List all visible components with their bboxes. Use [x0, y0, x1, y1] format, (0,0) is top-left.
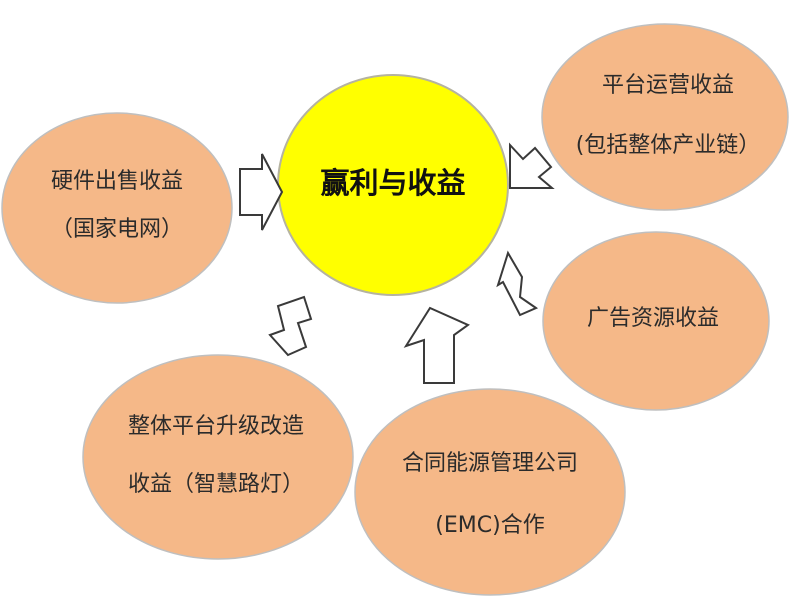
- node-ads-label: 广告资源收益: [568, 303, 738, 335]
- arrow-emc-icon: [403, 306, 471, 384]
- node-upgrade-ellipse: [82, 354, 354, 560]
- node-platform-ellipse: [541, 23, 789, 211]
- node-platform-line1: 平台运营收益: [601, 73, 734, 98]
- arrow-upgrade-icon: [268, 295, 313, 357]
- node-emc-ellipse: [354, 388, 626, 596]
- node-hardware-line2: （国家电网）: [50, 217, 183, 242]
- center-label: 赢利与收益: [320, 166, 466, 200]
- arrow-ads-icon: [496, 250, 539, 317]
- arrow-hardware-icon: [239, 153, 284, 231]
- node-emc-line2: (EMC)合作: [435, 513, 545, 538]
- arrow-platform-icon: [509, 142, 555, 189]
- node-hardware-line1: 硬件出售收益: [50, 169, 183, 194]
- node-upgrade-line2: 收益（智慧路灯）: [127, 472, 304, 497]
- node-hardware-label: 硬件出售收益 （国家电网）: [27, 158, 207, 254]
- node-ads-ellipse: [542, 231, 770, 411]
- node-emc-line1: 合同能源管理公司: [401, 451, 578, 476]
- node-upgrade-label: 整体平台升级改造 收益（智慧路灯）: [108, 398, 324, 514]
- node-platform-line2: (包括整体产业链）: [575, 133, 761, 158]
- node-hardware-ellipse: [1, 112, 233, 304]
- node-emc-label: 合同能源管理公司 (EMC)合作: [383, 433, 597, 557]
- node-ads-line1: 广告资源收益: [586, 306, 719, 331]
- node-platform-label: 平台运营收益 (包括整体产业链）: [568, 56, 768, 176]
- node-upgrade-line1: 整体平台升级改造: [127, 414, 304, 439]
